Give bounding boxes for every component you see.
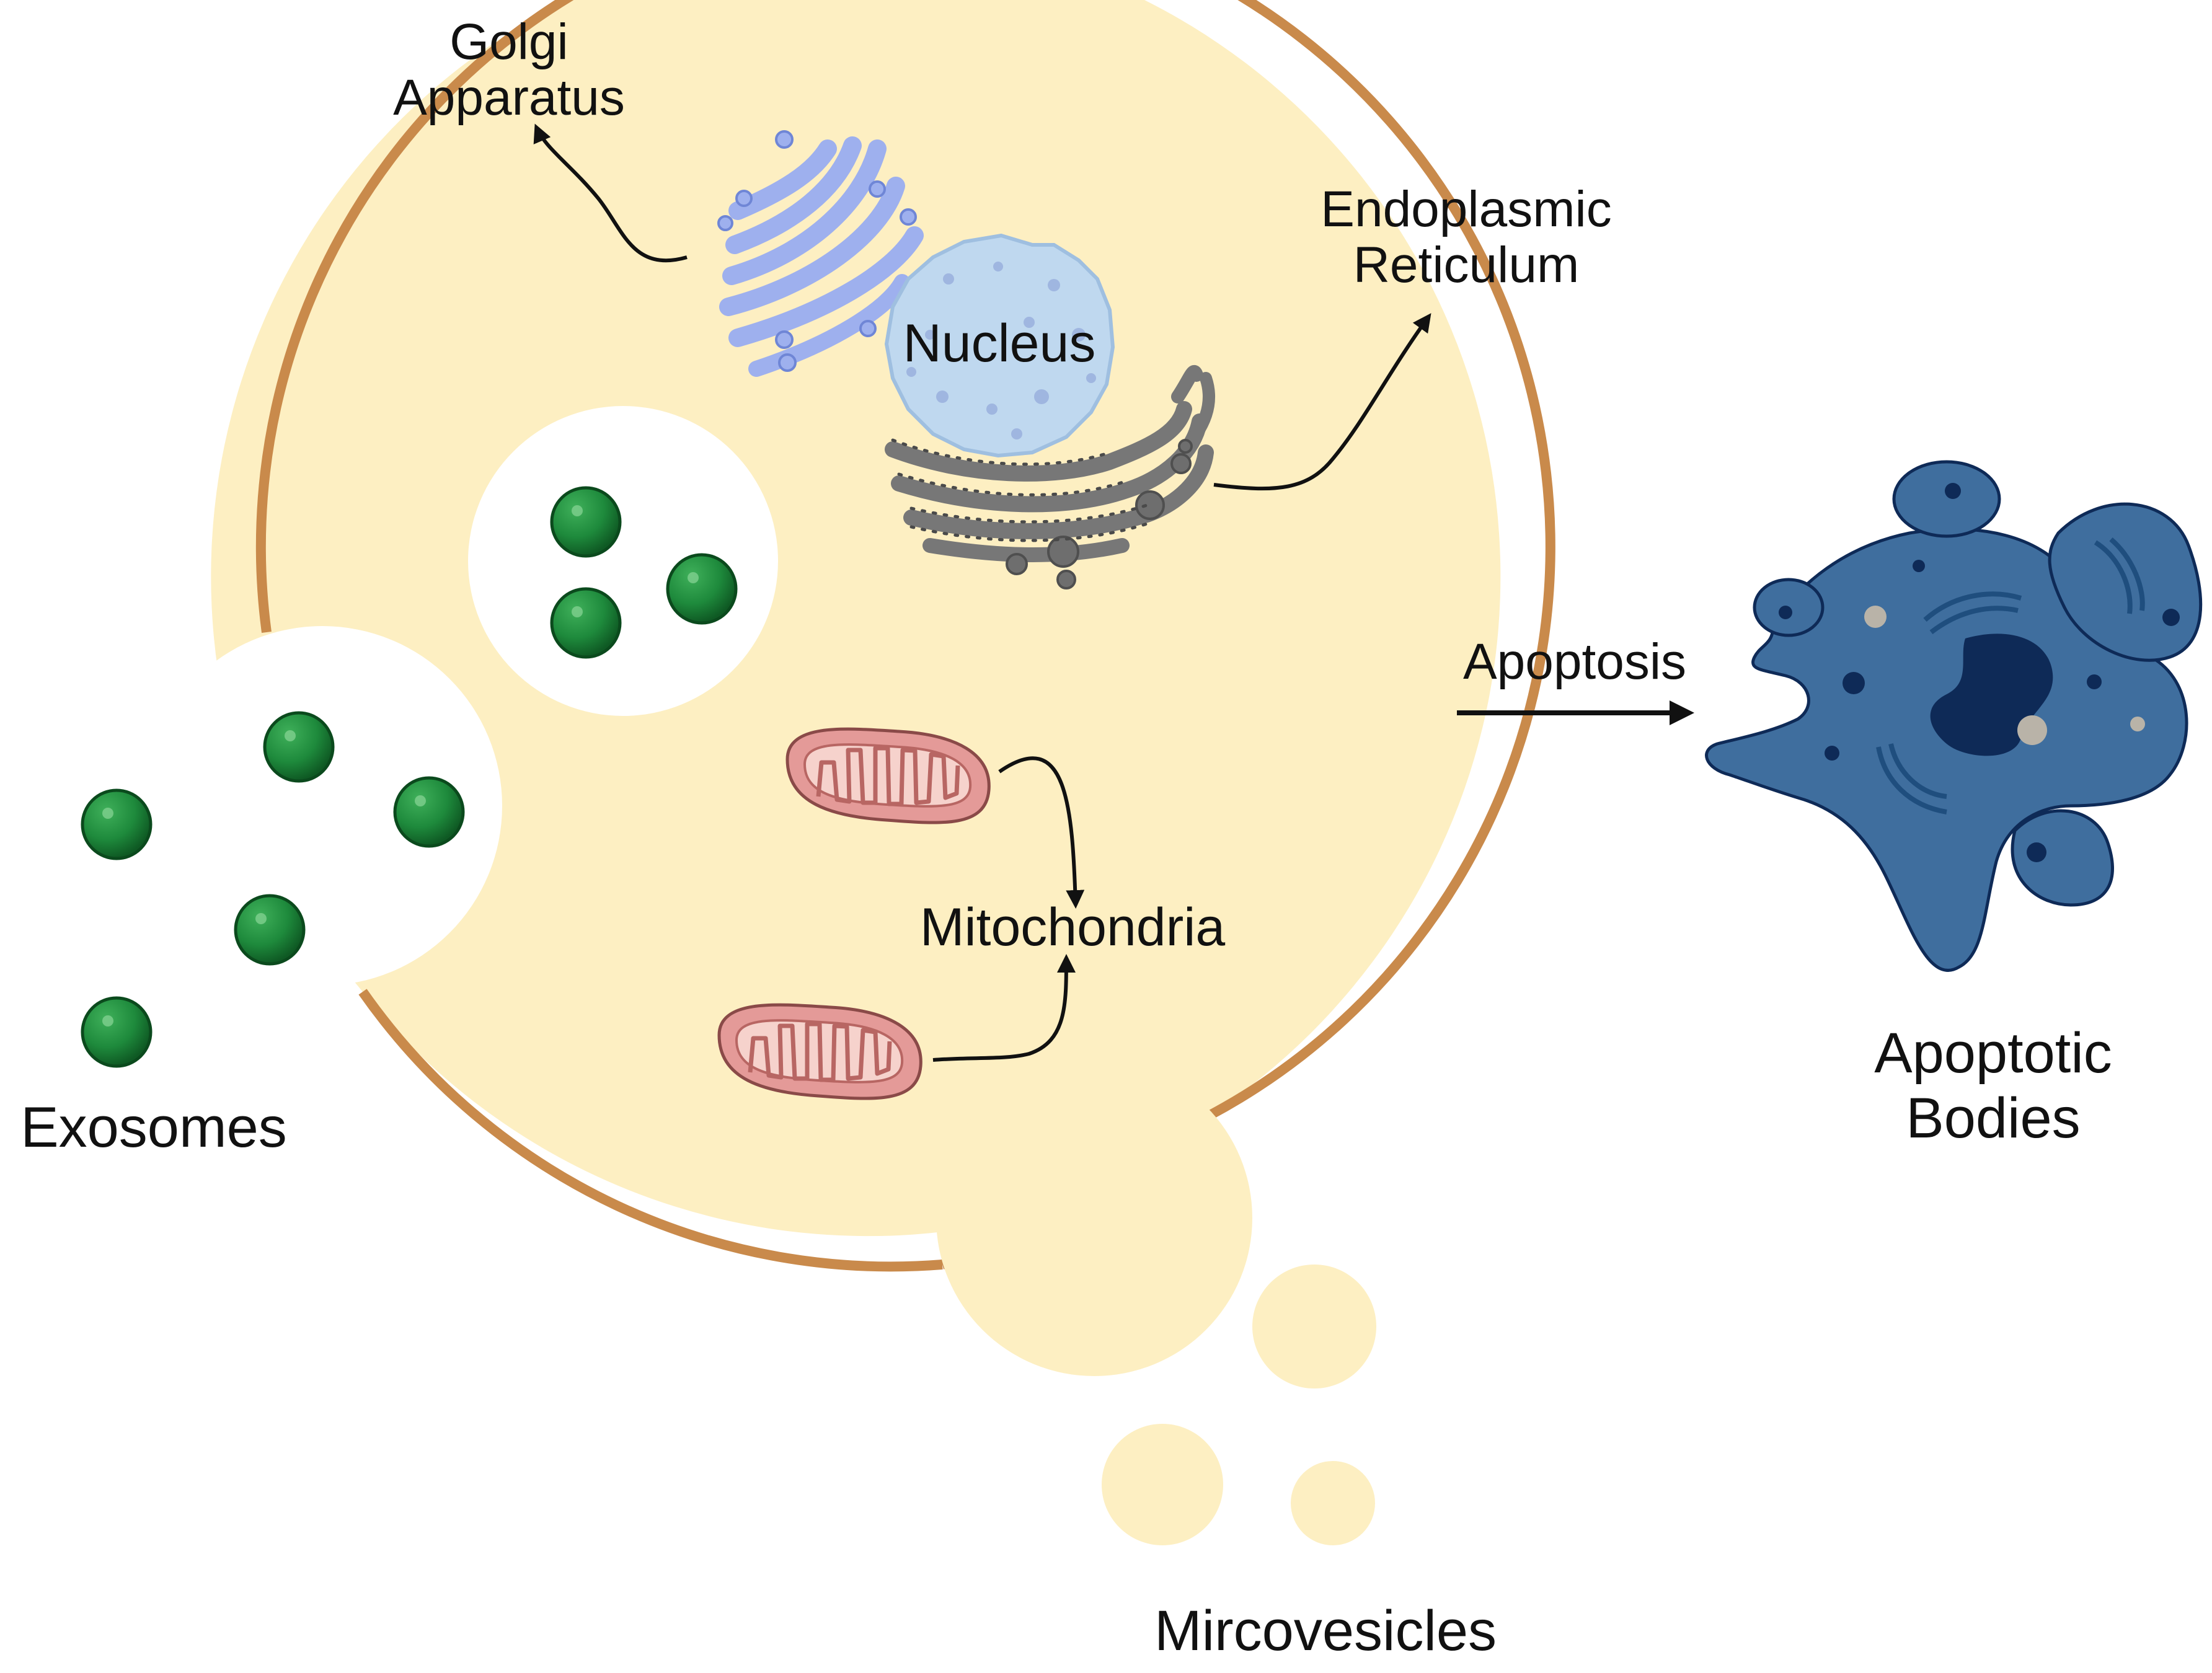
apoptotic-body-icon xyxy=(1705,460,2203,972)
nucleus-label: Nucleus xyxy=(903,314,1096,373)
nucleus-icon: Nucleus xyxy=(884,233,1115,458)
er-label-line1: Endoplasmic xyxy=(1321,181,1611,237)
exosomes-label: Exosomes xyxy=(20,1096,287,1159)
golgi-label-line2: Apparatus xyxy=(393,69,625,126)
exosome-bay xyxy=(143,626,502,986)
cell xyxy=(211,0,1555,1272)
golgi-label-line1: Golgi xyxy=(449,14,568,70)
exosome-icon xyxy=(265,713,333,781)
exosome-icon xyxy=(82,998,151,1066)
exosome-icon xyxy=(236,896,304,964)
mitochondria-label: Mitochondria xyxy=(920,898,1226,957)
label-arrows xyxy=(533,123,1431,1062)
exosome-icon xyxy=(395,778,463,846)
apoptosis-label: Apoptosis xyxy=(1463,633,1686,690)
diagram-labels: Golgi Apparatus Endoplasmic Reticulum Mi… xyxy=(20,14,2112,1662)
microvesicles-label: Mircovesicles xyxy=(1154,1599,1497,1662)
microvesicles xyxy=(936,1060,1376,1545)
multivesicular-body xyxy=(468,406,778,716)
golgi-apparatus-icon xyxy=(717,130,924,377)
exosome-icon xyxy=(552,589,620,657)
exosome-icon xyxy=(668,555,736,623)
exosome-icon xyxy=(552,488,620,556)
er-label-line2: Reticulum xyxy=(1353,237,1580,293)
apoptotic-label-line1: Apoptotic xyxy=(1874,1022,2112,1085)
endoplasmic-reticulum-icon xyxy=(885,364,1215,589)
apoptotic-label-line2: Bodies xyxy=(1906,1087,2080,1150)
exosome-icon xyxy=(82,790,151,859)
